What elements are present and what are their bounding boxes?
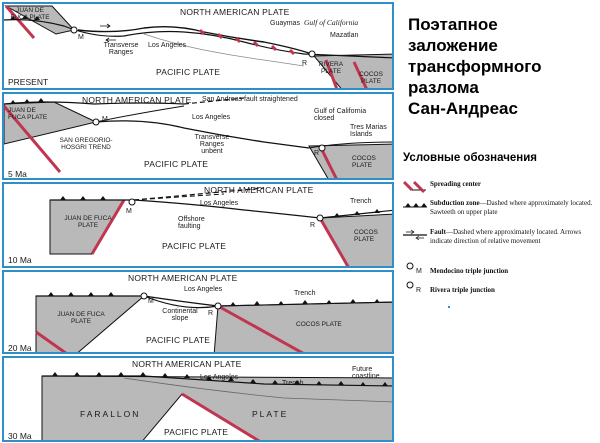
los-angeles-label: Los Angeles	[200, 374, 239, 381]
panel-30ma: NORTH AMERICAN PLATE Los Angeles Trench …	[2, 356, 394, 442]
juan-de-fuca-label-2: JUAN DE FUCA PLATE	[8, 107, 48, 121]
age-label: 10 Ma	[8, 255, 32, 265]
juan-de-fuca-label-3: JUAN DE FUCA PLATE	[64, 215, 112, 229]
north-american-label: NORTH AMERICAN PLATE	[82, 95, 192, 105]
pacific-label: PACIFIC PLATE	[156, 67, 221, 77]
r-label: R	[208, 310, 214, 317]
cocos-label: COCOS PLATE	[359, 71, 383, 85]
offshore-label: Offshore faulting	[178, 216, 205, 230]
panel-20ma: NORTH AMERICAN PLATE Los Angeles Trench …	[2, 270, 394, 354]
fault-symbol-icon	[403, 229, 427, 241]
age-label: 30 Ma	[8, 431, 32, 441]
m-label: M	[102, 116, 108, 123]
north-american-label: NORTH AMERICAN PLATE	[128, 273, 238, 283]
legend-rivera: R Rivera triple junction	[402, 280, 598, 294]
cocos-label: COCOS PLATE	[354, 229, 378, 243]
mazatlan-label: Mazatlan	[330, 32, 359, 39]
legend-subduction: Subduction zone—Dashed where approximate…	[402, 199, 598, 223]
north-american-label: NORTH AMERICAN PLATE	[132, 359, 242, 369]
legend-spreading: Spreading center	[402, 180, 598, 194]
panel-20ma-map	[35, 292, 392, 352]
m-label: M	[148, 298, 154, 305]
panel-10ma: NORTH AMERICAN PLATE Los Angeles Trench …	[2, 182, 394, 268]
legend-fault: Fault—Dashed where approximately located…	[402, 228, 598, 258]
pacific-label: PACIFIC PLATE	[144, 159, 209, 169]
rivera-label: RIVERA PLATE	[318, 61, 344, 75]
title-line-5: Сан-Андреас	[408, 99, 518, 118]
transverse-label: Transverse Ranges unbent	[194, 134, 230, 155]
r-label: R	[310, 222, 316, 229]
age-label: 5 Ma	[8, 169, 27, 179]
page-title: Поэтапное заложение трансформного разлом…	[408, 14, 594, 119]
farallon-label: FARALLON	[80, 409, 141, 419]
r-label: R	[302, 60, 308, 67]
fault-desc: —Dashed where approximately located. Arr…	[430, 228, 582, 245]
panel-present: JUAN DE FUCA PLATE NORTH AMERICAN PLATE …	[2, 2, 394, 90]
plate-label: PLATE	[252, 409, 289, 419]
cocos-label: COCOS PLATE	[352, 155, 376, 169]
m-label: M	[78, 34, 84, 41]
trench-label: Trench	[350, 198, 372, 205]
panel-5ma: JUAN DE FUCA PLATE NORTH AMERICAN PLATE …	[2, 92, 394, 180]
triple-junction-r-icon	[406, 281, 414, 289]
subduction-name: Subduction zone	[430, 199, 480, 207]
continental-label: Continental slope	[162, 308, 198, 322]
age-label: 20 Ma	[8, 343, 32, 353]
m-label: M	[126, 208, 132, 215]
juan-de-fuca-label-1: JUAN DE FUCA PLATE	[10, 7, 50, 21]
panel-10ma-map	[49, 187, 392, 266]
los-angeles-label: Los Angeles	[192, 114, 231, 121]
spreading-symbol-icon	[402, 180, 426, 194]
north-american-label: NORTH AMERICAN PLATE	[204, 185, 314, 195]
pacific-label: PACIFIC PLATE	[164, 427, 229, 437]
san-gregorio-label: SAN GREGORIO-HOSGRI TREND	[59, 137, 113, 151]
transverse-label: Transverse Ranges	[103, 42, 139, 56]
title-line-1: Поэтапное	[408, 15, 498, 34]
gulf-label: Gulf of California closed	[314, 108, 367, 122]
spreading-label: Spreading center	[430, 180, 482, 188]
gulf-label: Gulf of California	[304, 18, 359, 27]
los-angeles-label: Los Angeles	[200, 200, 239, 207]
diagram-panels: JUAN DE FUCA PLATE NORTH AMERICAN PLATE …	[0, 0, 396, 443]
panel-present-map	[4, 5, 392, 88]
legend-heading: Условные обозначения	[403, 152, 538, 164]
blue-dot	[448, 306, 450, 308]
los-angeles-label: Los Angeles	[184, 286, 223, 293]
pacific-label: PACIFIC PLATE	[146, 335, 211, 345]
title-line-2: заложение	[408, 36, 498, 55]
panel-5ma-map	[4, 97, 392, 178]
trench-label: Trench	[282, 380, 304, 387]
rivera-label: Rivera triple junction	[430, 286, 495, 294]
future-label: Future coastline	[352, 366, 380, 380]
title-line-4: разлома	[408, 78, 479, 97]
subduction-desc: —Dashed where approximately located. Saw…	[430, 199, 593, 216]
los-angeles-label: Los Angeles	[148, 42, 187, 49]
rivera-symbol: R	[416, 287, 422, 294]
mendocino-label: Mendocino triple junction	[430, 267, 509, 275]
trench-label: Trench	[294, 290, 316, 297]
mendocino-symbol: M	[416, 268, 422, 275]
san-andreas-label: San Andreas fault straightened	[202, 96, 298, 103]
north-american-label: NORTH AMERICAN PLATE	[180, 7, 290, 17]
r-label: R	[314, 150, 320, 157]
subduction-symbol-icon	[403, 203, 427, 208]
title-line-3: трансформного	[408, 57, 542, 76]
age-label: PRESENT	[8, 77, 49, 87]
fault-name: Fault	[430, 228, 446, 236]
guaymas-label: Guaymas	[270, 20, 300, 27]
panel-30ma-map	[41, 372, 392, 440]
triple-junction-m-icon	[406, 262, 414, 270]
pacific-label: PACIFIC PLATE	[162, 241, 227, 251]
juan-de-fuca-label-4: JUAN DE FUCA PLATE	[57, 311, 105, 325]
tres-marias-label: Tres Marias Islands	[350, 124, 387, 138]
legend-mendocino: M Mendocino triple junction	[402, 261, 598, 275]
cocos-label: COCOS PLATE	[296, 321, 342, 328]
